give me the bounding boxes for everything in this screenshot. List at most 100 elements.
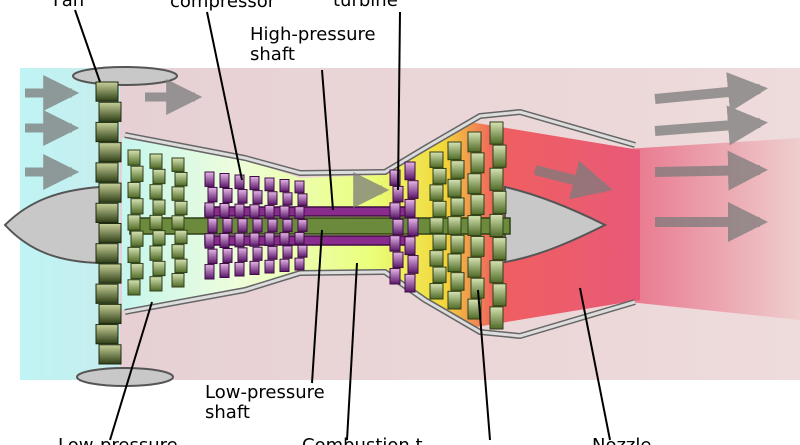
combustion-label: Combustion t [302, 435, 423, 445]
hpc-blade [279, 232, 290, 246]
hpc-blade [279, 205, 290, 219]
lpt-blade [467, 131, 482, 153]
low-pressure-leader [109, 301, 153, 441]
lpt-blade [492, 190, 507, 214]
hpt-blade [392, 251, 404, 269]
exhaust-arrow-2 [654, 105, 768, 146]
lpc-blade [174, 171, 188, 187]
hp-shaft-leader [321, 69, 334, 211]
lpt-blade [489, 213, 504, 238]
exhaust-arrow-3 [654, 150, 768, 191]
hpc-blade [237, 189, 248, 204]
hpt-blade [404, 236, 416, 256]
fan-blade [98, 223, 122, 244]
lpt-blade [429, 217, 444, 234]
hpc-blade [267, 218, 278, 233]
nacelle-lip-bottom [76, 367, 174, 387]
lpt-blade [450, 234, 465, 254]
hpt-blade [404, 198, 416, 218]
lpt-blade [467, 298, 482, 320]
high-pressure-compressor-blades [204, 171, 308, 280]
lpt-blade [467, 256, 482, 278]
hpc-blade [282, 245, 293, 259]
lpc-blade [174, 258, 188, 274]
fan-blade [98, 142, 122, 163]
lpc-blade [127, 181, 141, 199]
lpc-blade [171, 186, 185, 201]
hpc-blade [219, 173, 230, 188]
hpc-blade [249, 260, 260, 276]
turbine-leader [397, 11, 401, 191]
lp-shaft-label-line2: shaft [205, 402, 250, 423]
hpc-blade [267, 191, 278, 205]
hpc-blade [234, 174, 245, 190]
lpt-blade [450, 160, 465, 179]
low-pressure-compressor-blades [127, 149, 188, 296]
lpt-blade [489, 260, 504, 284]
hpc-blade [234, 203, 245, 219]
fan-blade [95, 81, 119, 102]
combustion-leader [346, 262, 358, 441]
lpt-blade [432, 233, 447, 251]
fan-blade [95, 324, 119, 345]
hpc-blade [219, 263, 230, 278]
lpc-blade [130, 263, 144, 280]
fan-blade [95, 162, 119, 183]
hpt-blade [407, 180, 419, 199]
lpt-blade [429, 184, 444, 201]
hpc-blade [297, 244, 308, 258]
lpc-blade [127, 279, 141, 296]
lpc-blade [152, 230, 166, 246]
hpc-blade [204, 264, 215, 280]
lpc-blade [149, 214, 163, 231]
lpc-blade [174, 229, 188, 245]
hpc-blade [252, 190, 263, 205]
hpc-blade [207, 186, 218, 203]
hpc-blade [222, 248, 233, 263]
lpt-blade [432, 167, 447, 185]
fan-blade [95, 283, 119, 304]
hpc-blade [237, 218, 248, 233]
tail-cone [504, 185, 608, 264]
lpc-blade [152, 168, 166, 185]
lpt-blade [489, 167, 504, 191]
hpc-blade [204, 202, 215, 218]
fan-blade [98, 344, 122, 365]
hpc-blade [252, 218, 263, 233]
hpc-blade [294, 206, 305, 220]
lpt-blade [450, 197, 465, 217]
hpc-blade [219, 233, 230, 248]
fan-blade [98, 182, 122, 203]
hpc-blade [264, 259, 275, 274]
lpc-blade [149, 153, 163, 169]
lpc-blade [149, 245, 163, 261]
lpc-blade [149, 276, 163, 292]
lpc-blade [149, 184, 163, 200]
hpt-blade [404, 161, 416, 181]
hpc-blade [297, 193, 308, 207]
nacelle-lip-top [72, 66, 178, 86]
lpc-blade [152, 260, 166, 277]
fan-blade [98, 263, 122, 284]
lpc-blade [171, 244, 185, 259]
lp-shaft-leader [311, 229, 323, 384]
hpc-blade [282, 192, 293, 206]
hpt-blade [404, 273, 416, 293]
hp-shaft-label-line2: shaft [250, 44, 295, 65]
lpt-blade [447, 178, 462, 198]
hpc-blade [249, 176, 260, 191]
fan-blade [95, 243, 119, 264]
turbine-label: turbine [333, 0, 398, 11]
lpc-blade [171, 157, 185, 172]
lpt-blade [450, 272, 465, 291]
hpc-blade [249, 204, 260, 219]
lpt-blade [447, 216, 462, 235]
fan-blades [95, 81, 122, 365]
hpc-blade [294, 180, 305, 194]
lpt-blade [447, 290, 462, 310]
hpt-blade [389, 169, 401, 186]
lpt-blade [447, 141, 462, 161]
lpc-blade [171, 273, 185, 288]
lpc-blade [130, 165, 144, 182]
